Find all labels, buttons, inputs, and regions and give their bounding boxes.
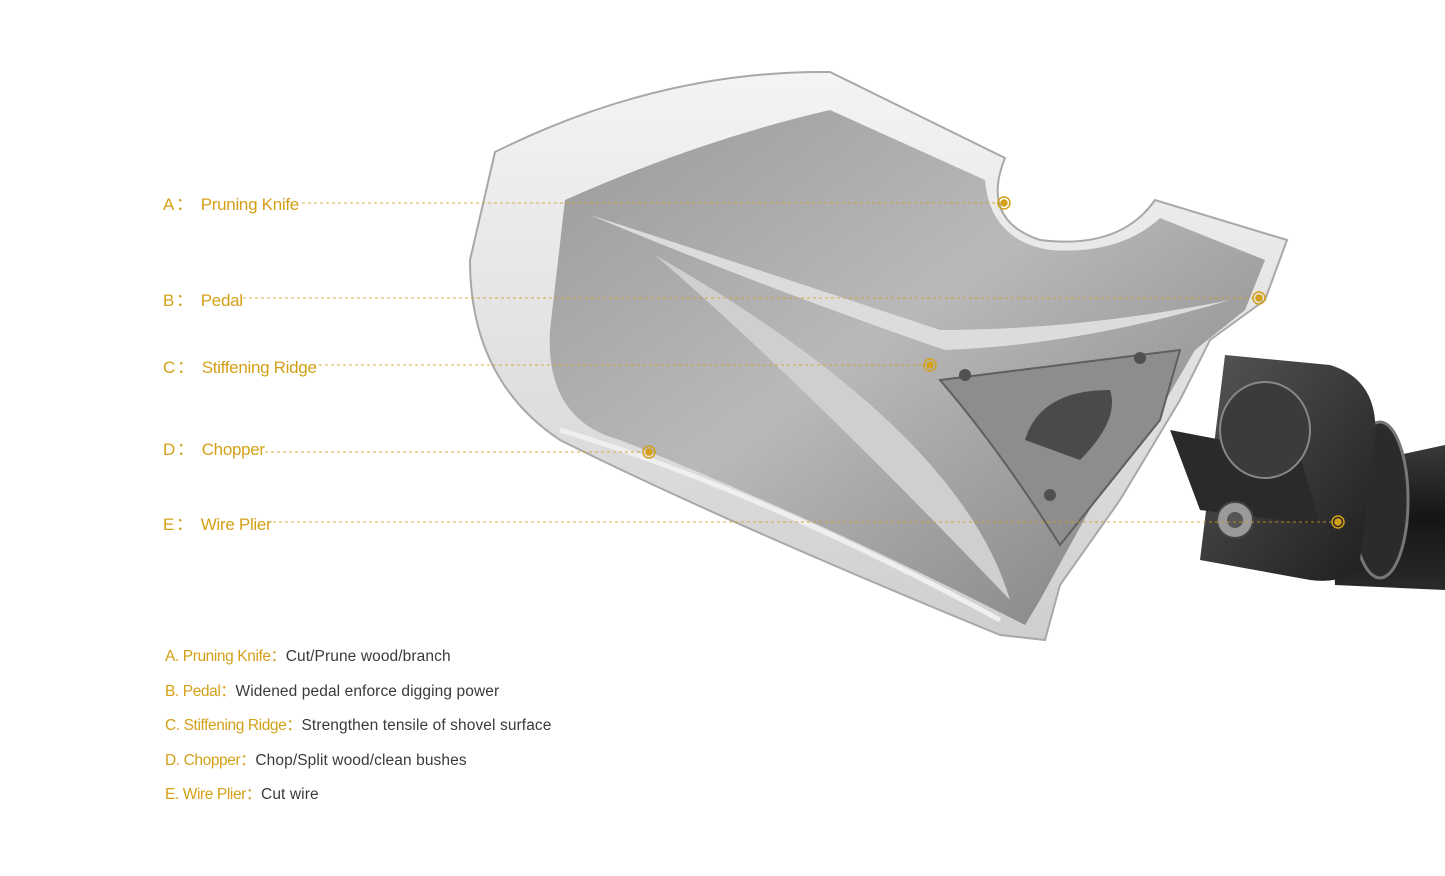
legend-description: Strengthen tensile of shovel surface xyxy=(301,717,552,734)
legend-key: A. Pruning Knife： xyxy=(165,648,286,665)
feature-legend: A. Pruning Knife：Cut/Prune wood/branch B… xyxy=(165,645,552,818)
callout-e: E： Wire Plier xyxy=(163,510,272,535)
callout-name: Stiffening Ridge xyxy=(201,358,317,377)
callout-markers xyxy=(642,196,1345,529)
legend-description: Chop/Split wood/clean bushes xyxy=(255,751,467,769)
callout-separator: ： xyxy=(176,291,193,310)
callout-letter: E xyxy=(163,515,175,534)
callout-letter: C xyxy=(163,358,175,377)
leader-lines xyxy=(243,202,1333,523)
callout-a: A： Pruning Knife xyxy=(163,190,299,215)
stiffening-ridge xyxy=(590,215,1230,350)
legend-item: E. Wire Plier：Cut wire xyxy=(165,783,552,818)
legend-item: B. Pedal：Widened pedal enforce digging p… xyxy=(165,680,552,715)
marker-d xyxy=(642,445,656,459)
legend-key: B. Pedal： xyxy=(165,682,236,700)
callout-letter: B xyxy=(163,291,175,310)
callout-letter: A xyxy=(163,195,175,214)
legend-item: A. Pruning Knife：Cut/Prune wood/branch xyxy=(165,645,552,680)
callout-name: Pruning Knife xyxy=(200,195,299,214)
legend-item: D. Chopper：Chop/Split wood/clean bushes xyxy=(165,749,552,784)
callout-letter: D xyxy=(163,440,175,459)
callout-b: B： Pedal xyxy=(163,286,243,311)
callout-separator: ： xyxy=(176,358,194,377)
legend-description: Widened pedal enforce digging power xyxy=(235,682,500,700)
marker-c xyxy=(923,358,937,372)
callout-d: D： Chopper xyxy=(163,435,265,460)
marker-b xyxy=(1252,291,1266,305)
callout-c: C： Stiffening Ridge xyxy=(163,353,317,378)
callout-separator: ： xyxy=(176,440,194,459)
legend-key: D. Chopper： xyxy=(165,751,256,769)
legend-description: Cut wire xyxy=(261,786,319,803)
marker-a xyxy=(997,196,1011,210)
legend-item: C. Stiffening Ridge：Strengthen tensile o… xyxy=(165,714,552,749)
callout-name: Chopper xyxy=(201,440,265,459)
legend-key: E. Wire Plier： xyxy=(165,786,262,803)
reinforcement-plate xyxy=(938,348,1182,547)
callout-separator: ： xyxy=(176,515,193,534)
marker-e xyxy=(1331,515,1345,529)
legend-key: C. Stiffening Ridge： xyxy=(165,717,302,734)
callout-name: Pedal xyxy=(200,291,243,310)
callout-separator: ： xyxy=(176,195,193,214)
hinge-bracket xyxy=(1170,355,1376,581)
legend-description: Cut/Prune wood/branch xyxy=(285,648,451,665)
callout-name: Wire Plier xyxy=(200,515,272,534)
